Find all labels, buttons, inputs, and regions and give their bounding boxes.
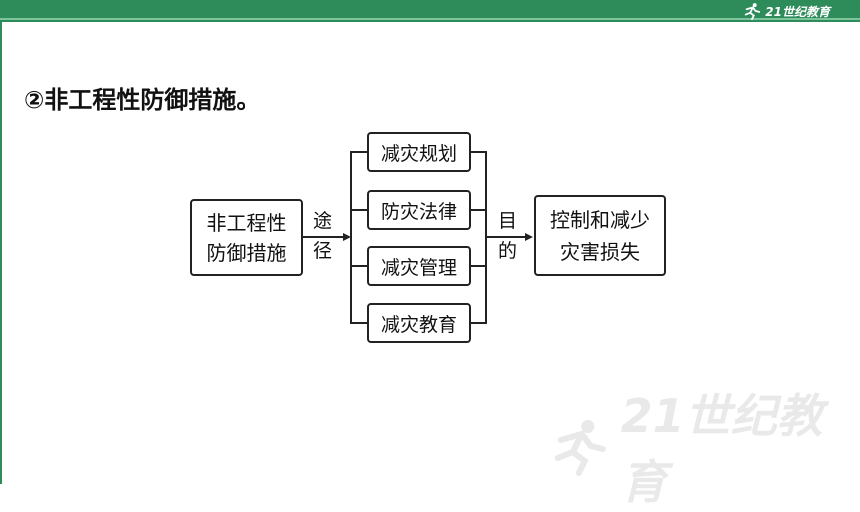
source-line1: 非工程性 — [206, 210, 287, 235]
watermark-runner-icon — [554, 419, 606, 476]
brand-logo: 21世纪教育 — [743, 1, 830, 21]
runner-logo-icon — [745, 3, 761, 20]
target-box: 控制和减少 灾害损失 — [534, 195, 666, 276]
target-line2: 灾害损失 — [560, 239, 640, 264]
source-line2: 防御措施 — [206, 240, 287, 265]
purpose-label: 目 的 — [498, 206, 517, 266]
watermark-text: 21世纪教育 — [620, 389, 823, 509]
via-label-char2: 径 — [313, 240, 333, 262]
top-banner: 21世纪教育 — [0, 0, 860, 22]
purpose-label-char2: 的 — [498, 240, 518, 262]
via-label-char1: 途 — [313, 210, 333, 232]
measure-box-planning: 减灾规划 — [367, 132, 471, 172]
target-line1: 控制和减少 — [550, 207, 650, 232]
via-label: 途 径 — [313, 206, 332, 266]
measure-box-law: 防灾法律 — [367, 190, 471, 230]
diagram-connectors — [303, 151, 533, 324]
measure-box-education: 减灾教育 — [367, 303, 471, 343]
logo-text: 21世纪教育 — [765, 4, 830, 19]
purpose-label-char1: 目 — [498, 210, 518, 232]
section-heading: ②非工程性防御措施。 — [24, 86, 261, 114]
left-border — [0, 22, 2, 484]
watermark: 21世纪教育 — [545, 380, 860, 512]
banner-stripe — [0, 18, 860, 20]
source-box: 非工程性 防御措施 — [190, 199, 303, 276]
measure-box-management: 减灾管理 — [367, 246, 471, 286]
